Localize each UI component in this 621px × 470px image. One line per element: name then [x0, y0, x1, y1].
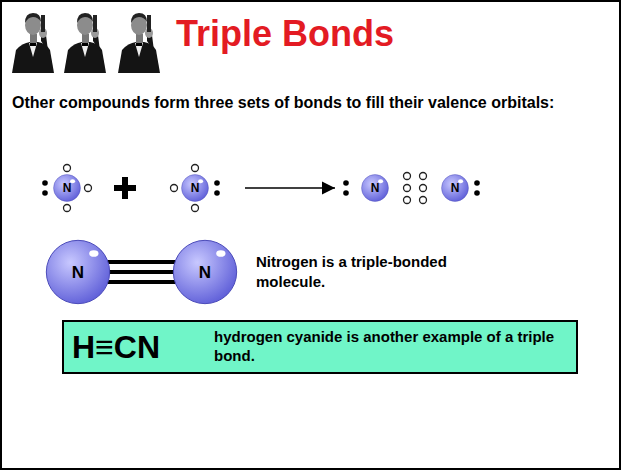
atom-circle: N [441, 174, 469, 202]
valence-electron [404, 185, 411, 192]
atom-circle: N [361, 174, 389, 202]
atom-symbol: N [191, 182, 200, 194]
formula-text: H≡CN [72, 327, 210, 367]
atom-highlight [89, 250, 98, 257]
triple-bond [107, 262, 176, 282]
reaction-arrow [245, 187, 335, 189]
example-text: hydrogen cyanide is another example of a… [214, 328, 568, 366]
lone-pair-dot [343, 190, 349, 196]
valence-electron [420, 173, 427, 180]
atom-sphere: N [45, 239, 111, 305]
atom-symbol: N [199, 264, 211, 281]
valence-electron [85, 185, 92, 192]
valence-electron [64, 205, 71, 212]
valence-electron [404, 173, 411, 180]
intro-text: Other compounds form three sets of bonds… [12, 93, 608, 114]
bond-photo [10, 5, 56, 73]
atom-fill [173, 240, 236, 303]
atom-circle: N [181, 174, 209, 202]
atom-sphere: N [172, 239, 238, 305]
plus-sign [122, 177, 128, 199]
valence-electron [192, 205, 199, 212]
atom-highlight [216, 250, 225, 257]
atom-symbol: N [371, 182, 380, 194]
valence-electron [404, 197, 411, 204]
bond-photo [10, 5, 162, 73]
valence-electron [64, 165, 71, 172]
atom-symbol: N [63, 182, 72, 194]
bond-photo [116, 5, 162, 73]
valence-electron [171, 185, 178, 192]
lone-pair-dot [42, 190, 48, 196]
valence-electron [64, 165, 427, 212]
lone-pair-dot [474, 180, 480, 186]
lone-pair-dot [42, 180, 48, 186]
atom-fill [54, 175, 81, 202]
atom-fill [46, 240, 109, 303]
atom-fill [182, 175, 209, 202]
lone-pair-dot [343, 180, 349, 186]
lone-pair-dot [42, 180, 480, 196]
example-box: H≡CNhydrogen cyanide is another example … [62, 320, 578, 374]
note-text: Nitrogen is a triple-bonded molecule. [256, 252, 471, 291]
slide-title: Triple Bonds [176, 14, 394, 54]
atom-fill [442, 175, 469, 202]
atom-symbol: N [72, 264, 84, 281]
lone-pair-dot [474, 190, 480, 196]
atom-fill [362, 175, 389, 202]
valence-electron [420, 185, 427, 192]
lone-pair-dot [214, 190, 220, 196]
atom-symbol: N [451, 182, 460, 194]
atom-circle: N [53, 174, 81, 202]
valence-electron [192, 165, 199, 172]
bond-photo [62, 5, 108, 73]
plus-sign [114, 177, 136, 199]
lone-pair-dot [214, 180, 220, 186]
valence-electron [420, 197, 427, 204]
